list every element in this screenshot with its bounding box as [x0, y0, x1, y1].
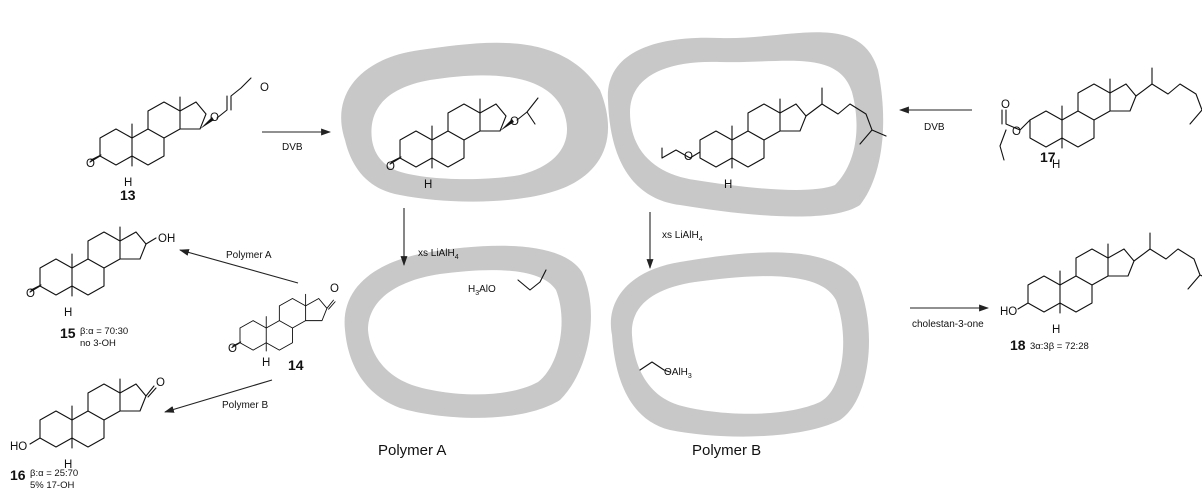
polymer-a-label: Polymer A: [378, 442, 446, 459]
compound-17-structure: [999, 67, 1202, 161]
polymer-a-reagent: Polymer A: [226, 250, 272, 261]
c16-o: O: [156, 377, 165, 389]
template-17-in-polymer: [699, 87, 887, 169]
c14-ketone-o-3: O: [228, 343, 237, 355]
cav-b-o: O: [684, 151, 693, 163]
compound-15-structure: [29, 226, 157, 297]
c16-ratio: β:α = 25:70: [30, 468, 78, 479]
compound-16-structure: [29, 378, 157, 449]
c15-oh: OH: [158, 233, 175, 245]
template-13-in-polymer: [389, 97, 539, 169]
polymer-cavity-top-left: [341, 42, 609, 202]
c16-extra: 5% 17-OH: [30, 480, 74, 491]
c13-carbonyl-o: O: [260, 82, 269, 94]
lialh-right-label: xs LiAlH4: [662, 230, 703, 243]
lialh-left-label: xs LiAlH4: [418, 248, 459, 261]
polymer-a-alkoxide-chain: [517, 269, 547, 291]
compound-18-label: 18: [1010, 337, 1026, 353]
compound-16-label: 16: [10, 467, 26, 483]
c17-o-ester: O: [1012, 126, 1021, 138]
cholestanone-label: cholestan-3-one: [912, 319, 984, 330]
compound-13-label: 13: [120, 187, 136, 203]
cav-b-h: H: [724, 179, 732, 191]
compound-15-label: 15: [60, 325, 76, 341]
cav-a-o: O: [510, 116, 519, 128]
c16-ho: HO: [10, 441, 27, 453]
compound-14-label: 14: [288, 357, 304, 373]
polymer-b-reagent: Polymer B: [222, 400, 268, 411]
polymer-cavity-top-right: [607, 32, 884, 217]
polymer-b-label: Polymer B: [692, 442, 761, 459]
polymer-b-oalh3: OAlH3: [664, 367, 692, 380]
c15-h: H: [64, 307, 72, 319]
polymer-a-h3alo: H3AlO: [468, 284, 496, 297]
c17-h: H: [1052, 159, 1060, 171]
c18-h: H: [1052, 324, 1060, 336]
polymer-cavity-bottom-right: [610, 252, 870, 437]
arrow-14-to-16: [164, 379, 273, 413]
c18-ratio: 3α:3β = 72:28: [1030, 341, 1089, 352]
c13-ester-o: O: [210, 112, 219, 124]
c15-extra: no 3-OH: [80, 338, 116, 349]
c14-h: H: [262, 357, 270, 369]
dvb-label-left: DVB: [282, 142, 303, 153]
c13-ketone-o: O: [86, 158, 95, 170]
cav-a-h: H: [424, 179, 432, 191]
c15-ratio: β:α = 70:30: [80, 326, 128, 337]
c15-ketone-o: O: [26, 288, 35, 300]
polymer-b-alkoxide-chain: [639, 361, 671, 373]
polymer-cavity-bottom-left: [344, 245, 591, 418]
compound-18-structure: [1017, 232, 1202, 314]
c17-o-carbonyl: O: [1001, 99, 1010, 111]
arrow-14-to-15: [179, 249, 299, 284]
c14-ketone-o-17: O: [330, 283, 339, 295]
c13-h: H: [124, 177, 132, 189]
compound-17-label: 17: [1040, 149, 1056, 165]
c16-h: H: [64, 459, 72, 471]
cav-a-ketone-o: O: [386, 161, 395, 173]
compound-13-structure: [89, 77, 252, 167]
dvb-label-right: DVB: [924, 122, 945, 133]
c18-ho: HO: [1000, 306, 1017, 318]
compound-14-structure: [231, 293, 336, 352]
